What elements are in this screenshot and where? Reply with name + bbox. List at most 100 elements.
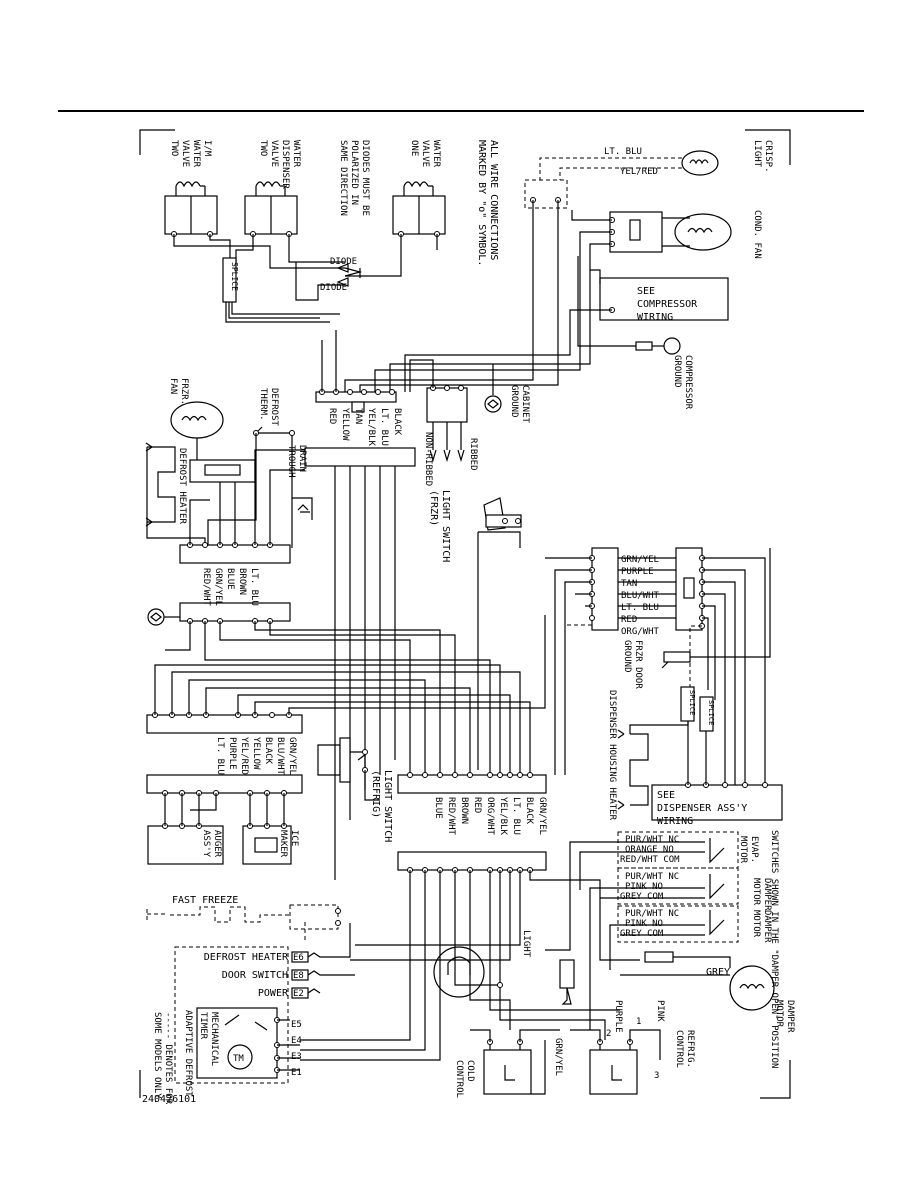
timer-terminal-2: POWER xyxy=(258,988,289,999)
crisp-light-label-line-1: LIGHT xyxy=(752,140,762,168)
compressor-ground-label-line-1: GROUND xyxy=(672,355,682,388)
wire-left2-6: LT. BLU xyxy=(215,737,225,775)
dispenser-valve-label-line-0: WATER xyxy=(291,140,301,168)
wire-left1-4: RED/WHT xyxy=(201,568,211,607)
timer-e-code-3: E1 xyxy=(291,1068,302,1078)
purple-label: PURPLE xyxy=(613,1000,623,1033)
refrig-control-label-line-0: REFRIG. xyxy=(685,1030,695,1068)
timer-terminal-0: DEFROST HEATER xyxy=(204,952,289,963)
splice-right-2: SPLICE xyxy=(699,696,715,732)
defrost-therm-label-line-1: THERM. xyxy=(258,388,268,421)
im-valve-label-line-0: I/M xyxy=(202,140,212,157)
wire-upper-5: RED xyxy=(327,408,337,424)
compressor-ground-label-line-0: COMPRESSOR xyxy=(683,355,693,410)
center-connector xyxy=(397,772,547,794)
water-valve-one-label-line-1: VALVE xyxy=(420,140,430,167)
dispenser-wiring-label-line-1: DISPENSER ASS'Y xyxy=(657,803,747,814)
adaptive-defrost-label: ADAPTIVE DEFROST xyxy=(183,1010,193,1097)
diode-1: DIODE xyxy=(330,257,357,273)
switches-note: SWITCHES SHOWN IN THE "DAMPER OPEN" POSI… xyxy=(769,830,779,1068)
mechanical-timer-label-line-0: MECHANICAL xyxy=(209,1012,219,1066)
left-connector-1 xyxy=(179,449,305,564)
damper-motor-label-line-1: MOTOR xyxy=(774,1000,784,1028)
cabinet-ground xyxy=(484,364,502,413)
damper-motor-3-label-line-0: DAMPER xyxy=(762,910,772,943)
im-valve-label-line-3: TWO xyxy=(169,140,179,156)
mechanical-timer-label-line-1: TIMER xyxy=(198,1012,208,1040)
control-number-1: 1 xyxy=(636,1017,641,1027)
splice-upper: SPLICE xyxy=(222,257,340,323)
frzr-fan-label-line-0: FRZR. xyxy=(179,378,189,405)
lt-blu-label: LT. BLU xyxy=(604,147,642,157)
damper-switch-0-1: ORANGE NO xyxy=(625,845,674,855)
cold-control-label-line-1: CONTROL xyxy=(454,1060,464,1098)
part-number: 240426101 xyxy=(142,1094,196,1105)
ribbed-label: RIBBED xyxy=(468,438,478,471)
dispenser-valve-label-line-3: TWO xyxy=(258,140,268,156)
refrig-control-label-line-1: CONTROL xyxy=(674,1030,684,1068)
dispenser-wiring-label-line-0: SEE xyxy=(657,790,675,801)
wire-left2-0: GRN/YEL xyxy=(287,737,297,775)
left-connector-3 xyxy=(146,615,546,775)
light-switch-refrig xyxy=(317,737,380,801)
damper-switch-0-0: PUR/WHT NC xyxy=(625,835,679,845)
ice-maker-label-line-0: ICE xyxy=(289,830,299,846)
wire-upper-1: LT. BLU xyxy=(379,408,389,446)
timer-code-2: E2 xyxy=(293,989,304,999)
timer-e-code-2: E3 xyxy=(291,1052,302,1062)
im-valve-label-line-1: WATER xyxy=(191,140,201,168)
wire-right-6: ORG/WHT xyxy=(621,627,660,637)
damper-motor-label-line-0: DAMPER xyxy=(785,1000,795,1033)
wire-left1-3: GRN/YEL xyxy=(213,568,223,606)
diode-2: DIODE xyxy=(320,277,349,293)
wire-left2-4: YEL/RED xyxy=(239,737,249,775)
timer-terminal-1: DOOR SWITCH xyxy=(222,970,288,981)
timer-code-0: E6 xyxy=(293,953,304,963)
damper-switch-2-1: PINK NO xyxy=(625,919,663,929)
right-connector-a xyxy=(545,547,619,775)
wire-center-1: BLACK xyxy=(524,797,534,825)
diode-1-label: DIODE xyxy=(330,257,357,267)
light-label: LIGHT xyxy=(521,930,531,958)
light-switch-refrig-label-line-0: LIGHT SWITCH xyxy=(382,770,393,842)
left-ground xyxy=(147,608,180,626)
damper-switch-0-2: RED/WHT COM xyxy=(620,855,680,865)
splice-right-2-label: SPLICE xyxy=(707,700,715,725)
frzr-fan-label-line-1: FAN xyxy=(168,378,178,394)
mechanical-timer xyxy=(196,1007,300,1079)
damper-switches xyxy=(545,831,739,1030)
wire-right-3: BLU/WHT xyxy=(621,591,660,601)
grn-yel-label: GRN/YEL xyxy=(553,1038,563,1076)
wire-center-0: GRN/YEL xyxy=(537,797,547,835)
wire-right-2: TAN xyxy=(621,579,637,589)
evap-damper-motor-label-line-1: MOTOR xyxy=(738,836,748,864)
compressor-ground xyxy=(577,256,681,355)
frzr-door-ground xyxy=(661,548,771,669)
damper-motor-2-label-line-0: DAMPER xyxy=(762,878,772,911)
wire-left2-5: PURPLE xyxy=(227,737,237,770)
defrost-heater-label: DEFROST HEATER xyxy=(177,448,187,524)
splice-right-1: SPLICE xyxy=(680,686,696,722)
wire-right-1: PURPLE xyxy=(621,567,654,577)
dispenser-wiring-label-line-2: WIRING xyxy=(657,816,693,827)
frame-corners xyxy=(139,129,791,1099)
compressor-wiring-label-line-2: WIRING xyxy=(637,312,673,323)
damper-motor-3-label-line-1: MOTOR xyxy=(751,910,761,938)
valve-im xyxy=(164,181,218,237)
crisp-light xyxy=(539,150,719,180)
wire-upper-3: TAN xyxy=(353,408,363,424)
diodes-note-line-2: SAME DIRECTION xyxy=(338,140,348,216)
wire-center-5: RED xyxy=(472,797,482,813)
connections-note-line-1: MARKED BY "o" SYMBOL. xyxy=(476,140,487,266)
upper-connector xyxy=(315,330,397,413)
adaptive-defrost xyxy=(174,923,355,1084)
pink-label: PINK xyxy=(655,1000,665,1022)
compressor-wiring-label-line-0: SEE xyxy=(637,286,655,297)
cabinet-ground-label-line-1: GROUND xyxy=(509,385,519,418)
damper-switch-2-2: GREY COM xyxy=(620,929,664,939)
timer-code-1: E8 xyxy=(293,971,304,981)
wire-right-0: GRN/YEL xyxy=(621,555,659,565)
right-connector-b xyxy=(618,547,766,785)
auger-assembly xyxy=(147,793,224,865)
